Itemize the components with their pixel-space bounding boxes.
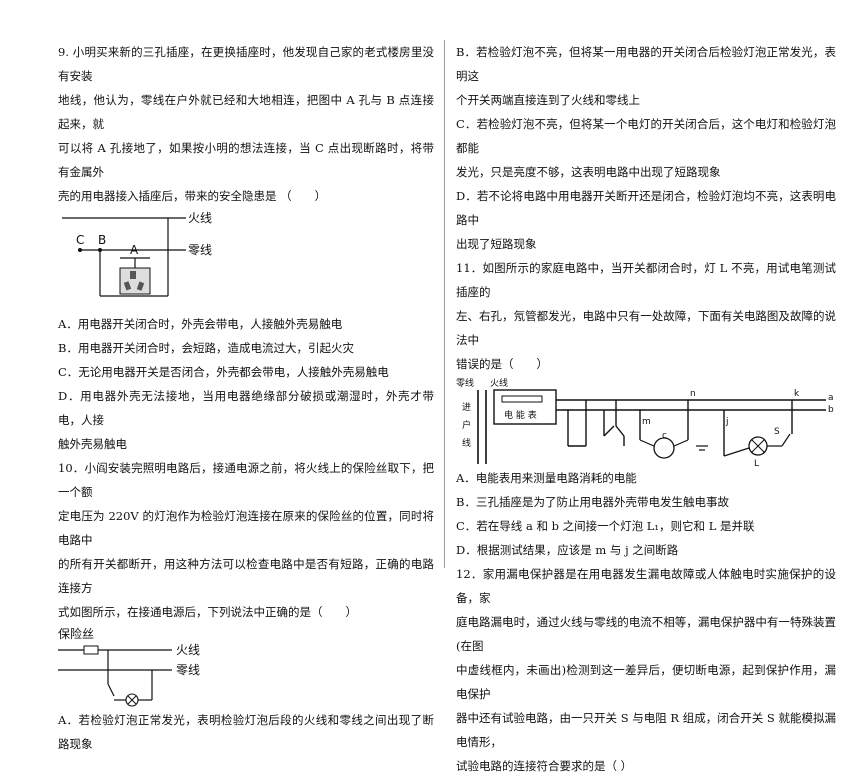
q12-stem-line4: 器中还有试验电路，由一只开关 S 与电阻 R 组成，闭合开关 S 就能模拟漏电情… [456,711,836,749]
q9-stem-line2: 地线，他认为，零线在户外就已经和大地相连，把图中 A 孔与 B 点连接起来，就 [58,93,434,131]
q11-label-j: j [725,417,729,427]
q10-stem-line3: 的所有开关都断开，用这种方法可以检查电路中是否有短路，正确的电路连接方 [58,557,434,595]
q10-label-fire: 火线 [176,643,200,657]
q10-stem-line4: 式如图所示，在接通电源后，下列说法中正确的是（ ） [58,605,357,619]
q10-label-zero: 零线 [176,663,200,677]
q11-option-a: A．电能表用来测量电路消耗的电能 [456,471,637,485]
q10-option-b-line1: B．若检验灯泡不亮，但将某一用电器的开关闭合后检验灯泡正常发光，表明这 [456,45,836,83]
q11-stem-line2: 左、右孔，氖管都发光，电路中只有一处故障，下面有关电路图及故障的说法中 [456,309,836,347]
q9-point-c [78,248,82,252]
q9-label-zero: 零线 [188,243,212,257]
q10-option-b-line2: 个开关两端直接连到了火线和零线上 [456,93,640,107]
q11-stem-line3: 错误的是（ ） [456,357,548,371]
q9-socket-right-hole [136,281,145,291]
column-divider [444,40,445,568]
q11-label-l: L [754,459,759,466]
q11-switch-blade-1 [603,425,615,437]
q11-circuit-figure: 零线 火线 进 户 线 电 能 表 a b [456,376,836,466]
q11-socket [653,437,675,459]
right-column: B．若检验灯泡不亮，但将某一用电器的开关闭合后检验灯泡正常发光，表明这 个开关两… [456,40,836,778]
q10-option-c-line2: 发光，只是亮度不够，这表明电路中出现了短路现象 [456,165,721,179]
q12-stem-line3: 中虚线框内，未画出)检测到这一差异后，便切断电源，起到保护作用，漏电保护 [456,663,836,701]
q9-stem-line3: 可以将 A 孔接地了，如果按小明的想法连接，当 C 点出现断路时，将带有金属外 [58,141,434,179]
q10-circuit-figure: 保险丝 火线 零线 [58,624,434,708]
q9-label-fire: 火线 [188,211,212,225]
q11-label-b: b [828,405,834,415]
q11-circuit-svg: 零线 火线 进 户 线 电 能 表 a b [456,377,834,466]
q10-option-d-line1: D．若不论将电路中用电器开关断开还是闭合，检验灯泡均不亮，这表明电路中 [456,189,836,227]
q10-stem-line1: 10．小阎安装完照明电路后，接通电源之前，将火线上的保险丝取下，把一个额 [58,461,434,499]
q12-stem-line2: 庭电路漏电时，通过火线与零线的电流不相等，漏电保护器中有一特殊装置(在图 [456,615,836,653]
q11-lamp-cross-b [751,439,765,453]
q11-meter-window [501,395,543,403]
q11-stem-line1: 11．如图所示的家庭电路中，当开关都闭合时，灯 L 不亮，用试电笔测试插座的 [456,261,836,299]
q9-option-b: B．用电器开关闭合时，会短路，造成电流过大，引起火灾 [58,341,354,355]
q10-option-a: A．若检验灯泡正常发光，表明检验灯泡后段的火线和零线之间出现了断路现象 [58,713,434,751]
q11-option-b: B．三孔插座是为了防止用电器外壳带电发生触电事故 [456,495,729,509]
q11-label-in: 进 [462,402,471,413]
q11-label-wire: 线 [462,437,471,449]
q11-label-a: a [828,393,834,403]
q10-switch [107,683,115,697]
q11-label-zero: 零线 [456,377,474,389]
q11-lamp-wire-left [723,447,750,457]
q10-label-fuse: 保险丝 [58,626,94,641]
exam-page: 9. 小明买来新的三孔插座，在更换插座时，他发现自己家的老式楼房里没有安装 地线… [58,40,836,773]
q11-label-s: S [774,427,780,437]
q11-label-c: c [662,431,667,441]
q12-stem-line1: 12．家用漏电保护器是在用电器发生漏电故障或人体触电时实施保护的设备，家 [456,567,836,605]
q10-stem-line2: 定电压为 220V 的灯泡作为检验灯泡连接在原来的保险丝的位置，同时将电路中 [58,509,434,547]
q10-circuit-svg: 保险丝 火线 零线 [58,626,200,707]
q10-fuse-holder [83,645,99,655]
q9-circuit-svg: 火线 零线 C B A [62,211,212,297]
q9-label-c: C [76,233,84,247]
q9-label-a: A [130,243,139,257]
q11-label-household: 户 [462,419,471,431]
q9-stem-line4: 壳的用电器接入插座后，带来的安全隐患是 （ ） [58,189,327,203]
q11-option-c: C．若在导线 a 和 b 之间接一个灯泡 L₁，则它和 L 是并联 [456,519,755,533]
q11-label-m: m [642,417,651,427]
q11-label-n: n [690,389,696,399]
q9-stem-line1: 9. 小明买来新的三孔插座，在更换插座时，他发现自己家的老式楼房里没有安装 [58,45,434,83]
q9-socket-top-hole [130,271,136,279]
q11-switch-s-blade [781,433,791,447]
q11-switch-blade-2 [615,425,625,437]
q10-option-c-line1: C．若检验灯泡不亮，但将某一个电灯的开关闭合后，这个电灯和检验灯泡都能 [456,117,836,155]
q12-stem-line5: 试验电路的连接符合要求的是（ ） [456,759,633,773]
q11-label-fire: 火线 [490,377,508,389]
q11-meter-label: 电 能 表 [504,409,537,421]
q11-option-d: D．根据测试结果，应该是 m 与 j 之间断路 [456,543,679,557]
q11-socket-wire-right [673,439,689,447]
left-column: 9. 小明买来新的三孔插座，在更换插座时，他发现自己家的老式楼房里没有安装 地线… [58,40,434,756]
q11-socket-wire-left [639,439,655,447]
q9-option-d-line2: 触外壳易触电 [58,437,127,451]
q9-label-b: B [98,233,106,247]
q9-option-a: A．用电器开关闭合时，外壳会带电，人接触外壳易触电 [58,317,343,331]
q10-option-d-line2: 出现了短路现象 [456,237,537,251]
q9-option-d-line1: D．用电器外壳无法接地，当用电器绝缘部分破损或潮湿时，外壳才带电，人接 [58,389,434,427]
q9-circuit-figure: 火线 零线 C B A [58,208,434,312]
q9-socket-left-hole [123,281,132,291]
q9-option-c: C．无论用电器开关是否闭合，外壳都会带电，人接触外壳易触电 [58,365,389,379]
q11-label-k: k [794,389,800,399]
